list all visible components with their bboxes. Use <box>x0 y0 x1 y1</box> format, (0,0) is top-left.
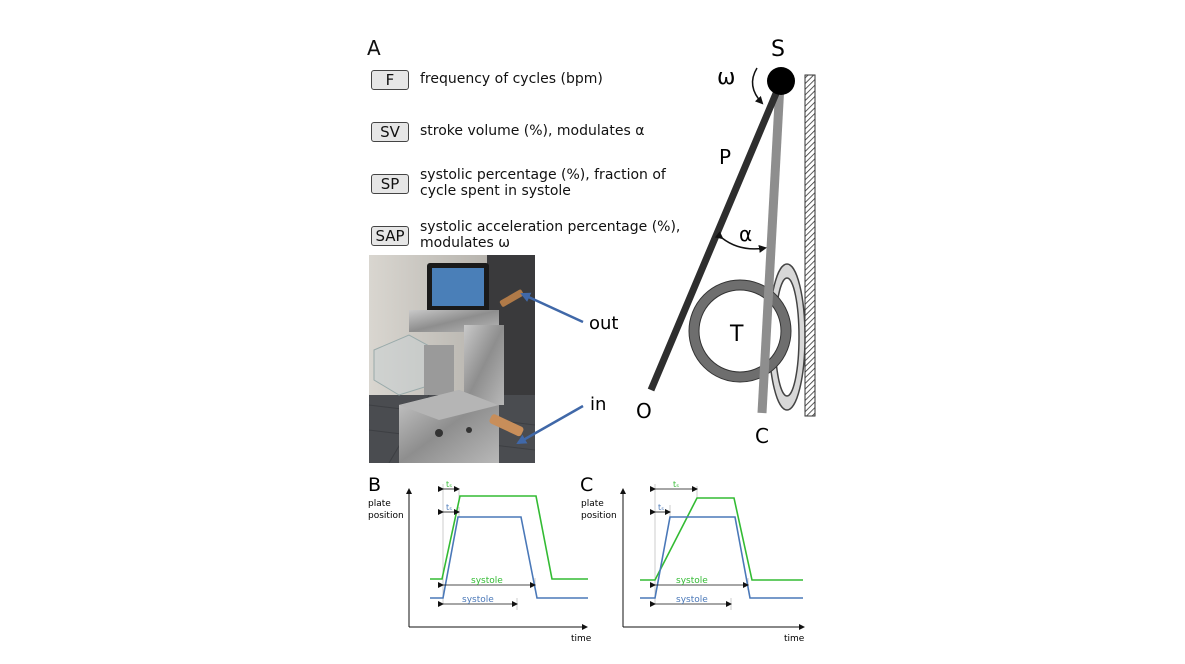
panel-a-label: A <box>367 36 381 60</box>
panel-c-blue-systole-label: systole <box>676 595 708 605</box>
pivot-label-s: S <box>771 37 785 62</box>
param-description: stroke volume (%), modulates α <box>420 123 644 139</box>
hatched-wall <box>805 75 815 416</box>
tube-ring <box>689 280 791 382</box>
alpha-label: α <box>739 222 752 246</box>
param-description: frequency of cycles (bpm) <box>420 71 603 87</box>
panel-b-xlabel: time <box>571 634 592 644</box>
panel-b-label: B <box>368 474 381 496</box>
panel-b-green-systole-label: systole <box>471 576 503 586</box>
param-key: F <box>371 70 409 90</box>
panel-b-blue-systole-label: systole <box>462 595 494 605</box>
in-label: in <box>590 394 606 415</box>
param-description-line: modulates ω <box>420 235 680 251</box>
panel-b-chart: B plate position time tₛ tₛ systole syst… <box>368 474 592 644</box>
panel-c-green-trace <box>640 498 803 580</box>
panel-c-xlabel: time <box>784 634 805 644</box>
tube-inner <box>699 290 781 372</box>
panel-b-green-trace <box>430 496 588 579</box>
param-key: SP <box>371 174 409 194</box>
device-photo <box>369 255 535 463</box>
compliance-ellipse <box>769 264 805 410</box>
panel-b-ylabel-line2: position <box>368 511 404 521</box>
panel-c-ylabel-line2: position <box>581 511 617 521</box>
param-description: systolic percentage (%), fraction of cyc… <box>420 167 666 199</box>
panel-c-chart: C plate position time tₛ tₛ systole syst… <box>580 474 805 644</box>
param-description-line: stroke volume (%), modulates α <box>420 123 644 139</box>
plate-end-label-c: C <box>755 424 769 448</box>
param-key: SV <box>371 122 409 142</box>
compression-plate <box>762 84 780 413</box>
alpha-angle-arrow <box>722 238 765 249</box>
param-description: systolic acceleration percentage (%), mo… <box>420 219 680 251</box>
panel-c-green-systole-label: systole <box>676 576 708 586</box>
param-description-line: systolic percentage (%), fraction of <box>420 167 666 183</box>
panel-b-blue-t-label: tₛ <box>446 503 452 512</box>
param-key: SAP <box>371 226 409 246</box>
panel-c-label: C <box>580 474 593 496</box>
compliance-ellipse-inner <box>775 278 799 396</box>
out-label: out <box>589 313 618 334</box>
device-photo-illustration <box>369 255 535 463</box>
omega-rotation-arrow <box>753 68 762 103</box>
panel-c-blue-t-label: tₛ <box>658 503 664 512</box>
arm-label-p: P <box>719 145 731 169</box>
arm-end-label-o: O <box>636 399 652 423</box>
panel-c-blue-trace <box>640 517 803 598</box>
panel-c-green-t-label: tₛ <box>673 480 679 489</box>
panel-b-blue-trace <box>430 517 588 598</box>
pivot-s <box>767 67 795 95</box>
tube-label: T <box>729 322 744 347</box>
param-description-line: cycle spent in systole <box>420 183 666 199</box>
param-description-line: frequency of cycles (bpm) <box>420 71 603 87</box>
panel-b-ylabel-line1: plate <box>368 499 391 509</box>
omega-label: ω <box>717 65 735 90</box>
param-description-line: systolic acceleration percentage (%), <box>420 219 680 235</box>
panel-c-ylabel-line1: plate <box>581 499 604 509</box>
panel-b-green-t-label: tₛ <box>446 480 452 489</box>
